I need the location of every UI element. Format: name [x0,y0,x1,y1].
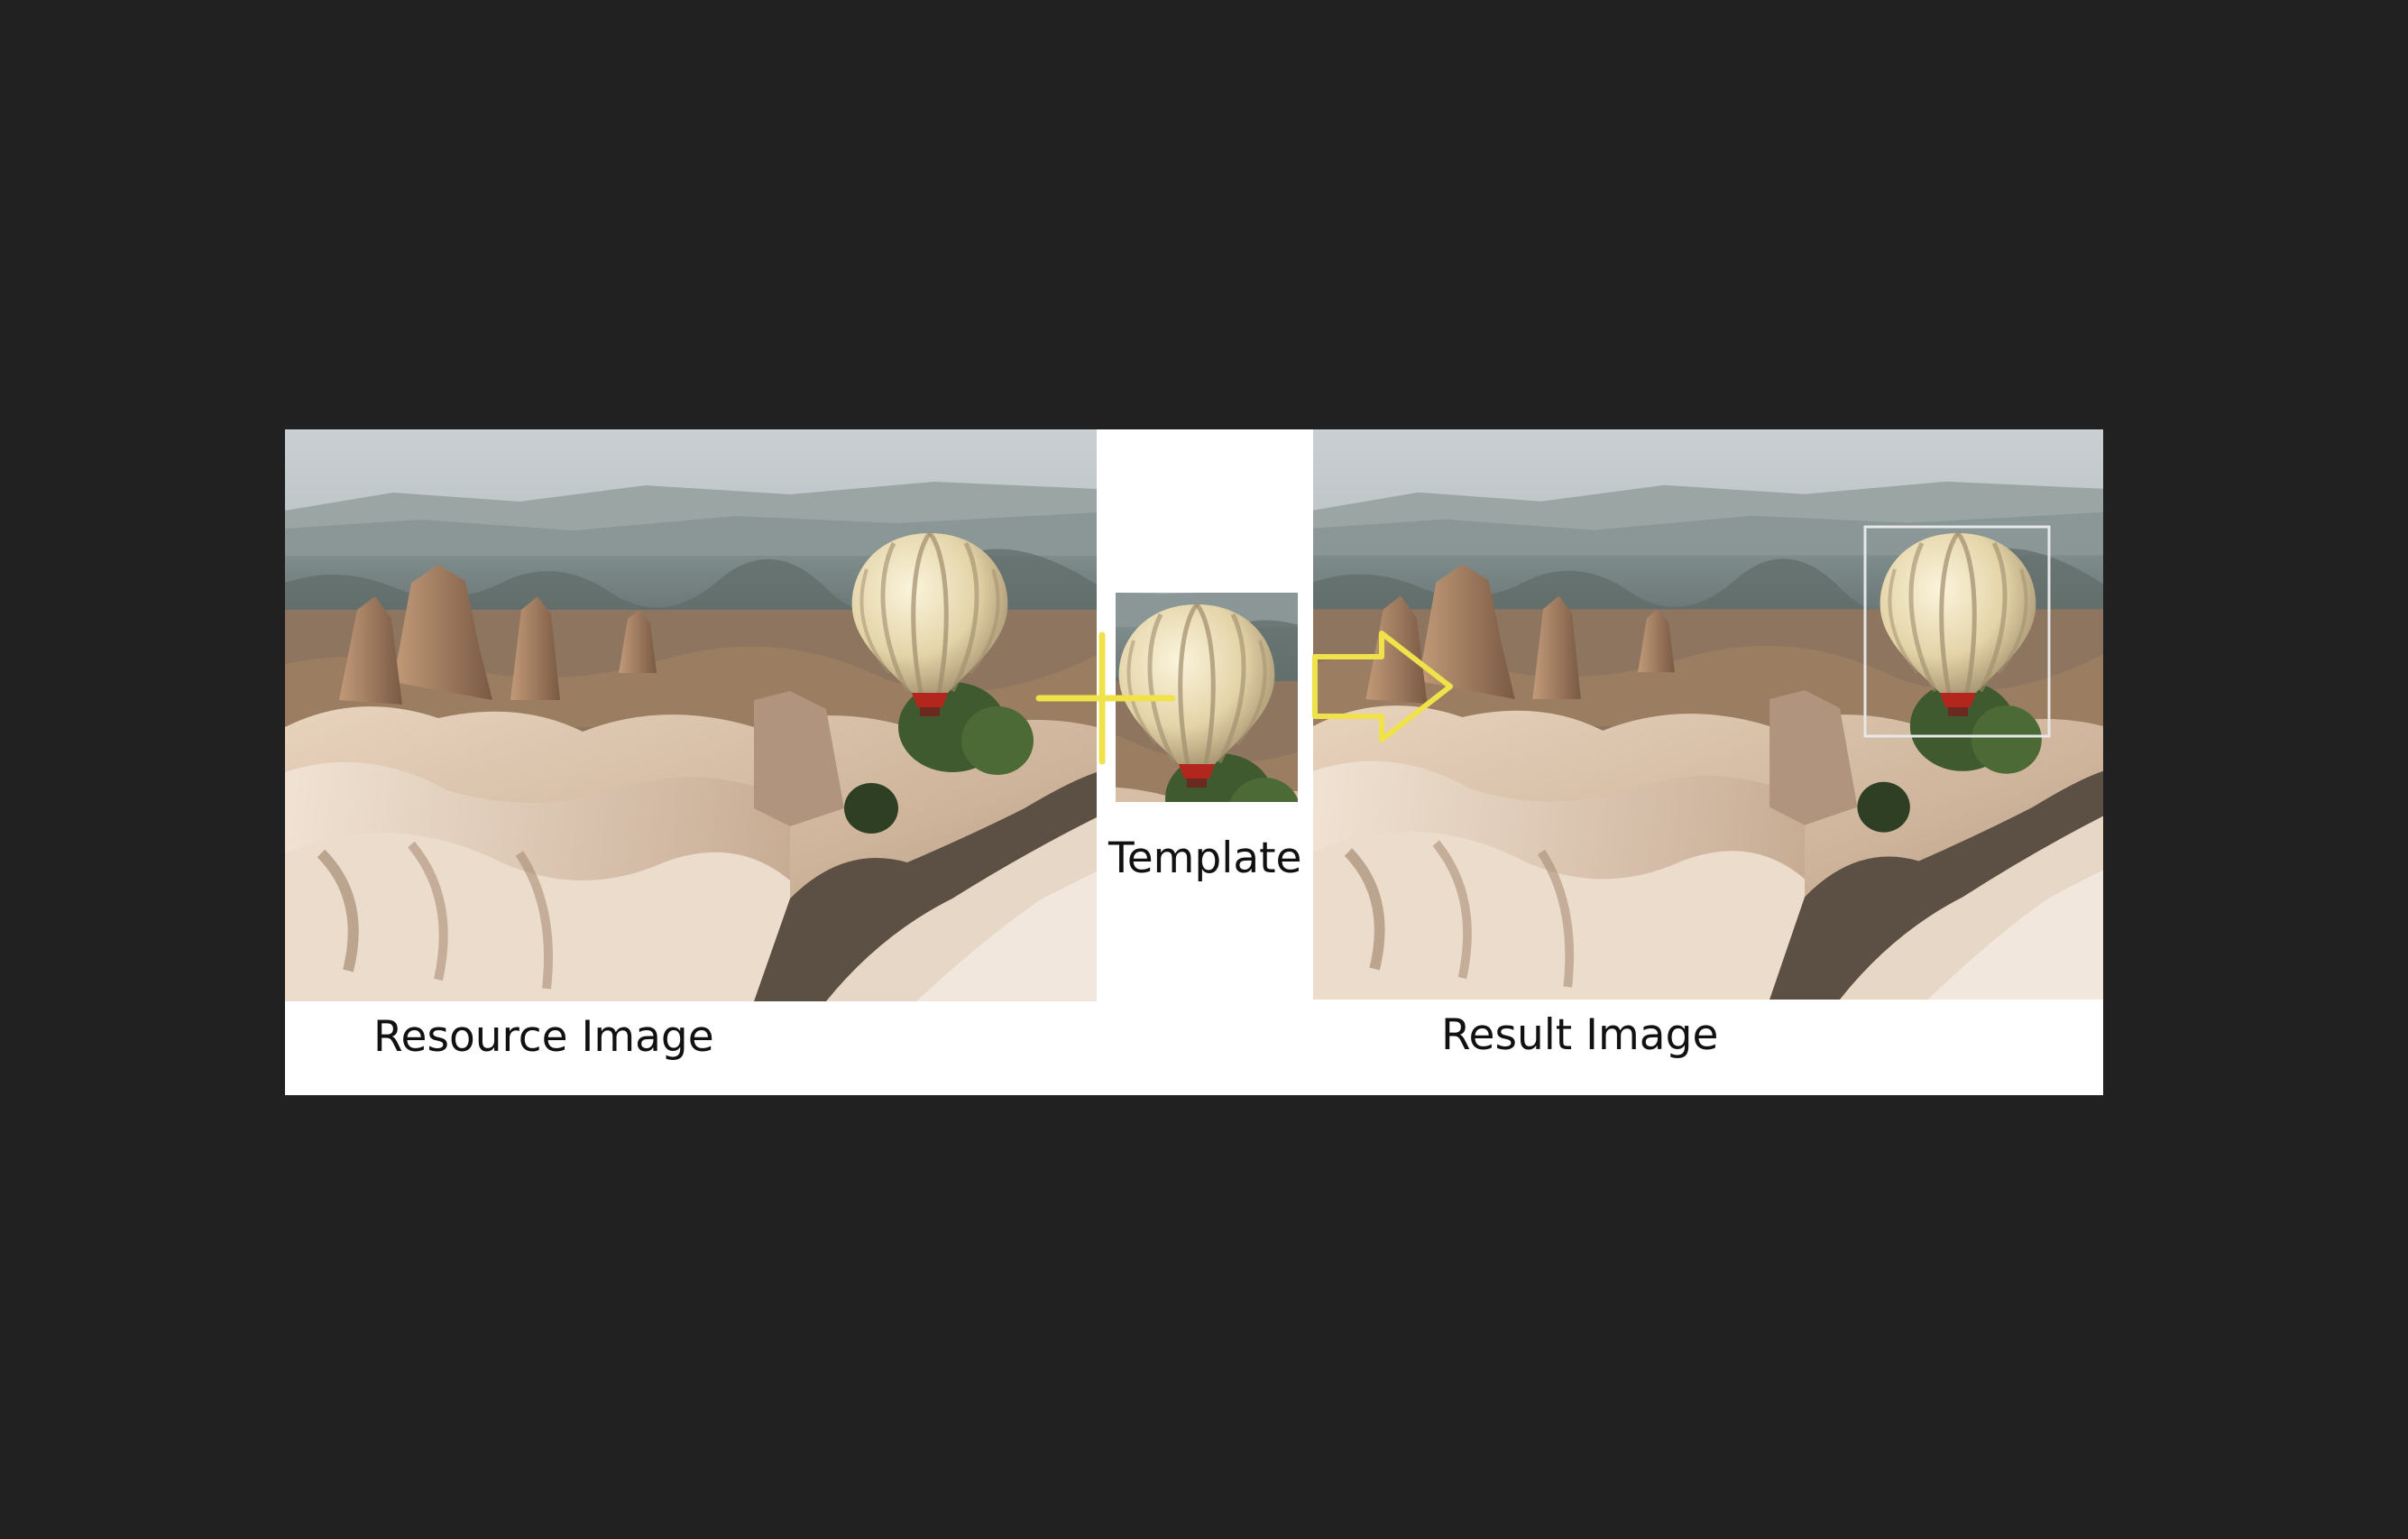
resource-image-caption: Resource Image [373,1012,714,1062]
template-caption: Template [1108,834,1302,883]
match-bounding-box [1863,525,2051,738]
result-image [1313,429,2103,1000]
figure-panel: Resource Image Template Result Image [285,429,2103,1095]
result-image-caption: Result Image [1441,1010,1719,1060]
resource-image [285,429,1097,1001]
template-image [1116,593,1298,802]
